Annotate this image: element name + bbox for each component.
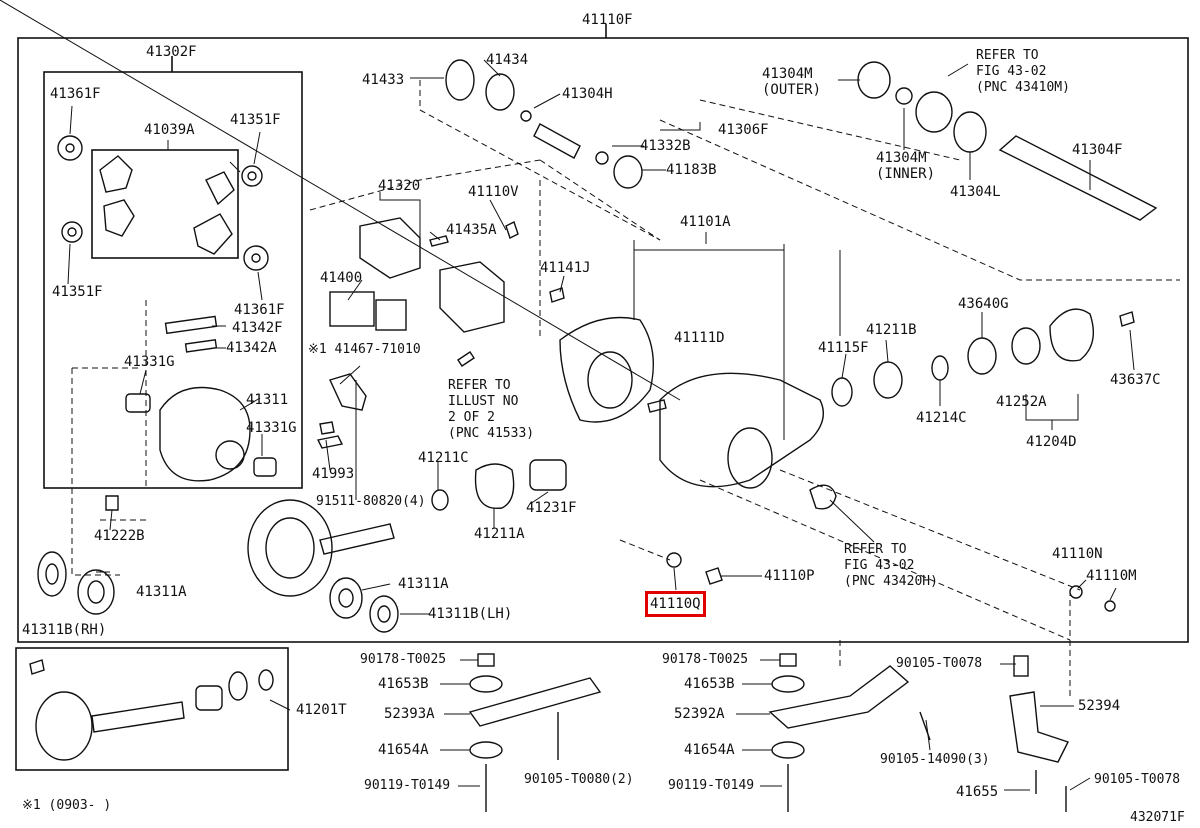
refer-4302b-line-1: REFER TO	[844, 542, 907, 557]
label-41211C[interactable]: 41211C	[418, 450, 469, 466]
label-41351F-top[interactable]: 41351F	[230, 112, 281, 128]
label-41332B[interactable]: 41332B	[640, 138, 691, 154]
label-41654A-right[interactable]: 41654A	[684, 742, 735, 758]
label-41039A[interactable]: 41039A	[144, 122, 195, 138]
label-41110V[interactable]: 41110V	[468, 184, 519, 200]
label-90119-T0149-right[interactable]: 90119-T0149	[668, 778, 755, 793]
label-41302F[interactable]: 41302F	[146, 44, 197, 60]
main-assembly-frame	[17, 37, 1189, 643]
label-41110M[interactable]: 41110M	[1086, 568, 1137, 584]
label-41304F[interactable]: 41304F	[1072, 142, 1123, 158]
label-41183B[interactable]: 41183B	[666, 162, 717, 178]
figure-number: 432071F	[1130, 810, 1185, 825]
label-43637C[interactable]: 43637C	[1110, 372, 1161, 388]
label-41211B[interactable]: 41211B	[866, 322, 917, 338]
label-41110P[interactable]: 41110P	[764, 568, 815, 584]
footnote: ※1 (0903- )	[22, 798, 112, 813]
label-91511-80820[interactable]: 91511-80820(4)	[316, 494, 426, 509]
label-41304M-outer-note: (OUTER)	[762, 82, 822, 98]
label-41342F[interactable]: 41342F	[232, 320, 283, 336]
label-41351F-bottom[interactable]: 41351F	[52, 284, 103, 300]
label-41306F[interactable]: 41306F	[718, 122, 769, 138]
label-90119-T0149-left[interactable]: 90119-T0149	[364, 778, 451, 793]
label-41304M-inner[interactable]: 41304M	[876, 150, 927, 166]
label-43640G[interactable]: 43640G	[958, 296, 1009, 312]
label-41304M-inner-note: (INNER)	[876, 166, 936, 182]
refer-illust-line-3: 2 OF 2	[448, 410, 495, 425]
label-41311A-lh[interactable]: 41311A	[398, 576, 449, 592]
label-52392A[interactable]: 52392A	[674, 706, 725, 722]
label-41361F-top[interactable]: 41361F	[50, 86, 101, 102]
label-41342A[interactable]: 41342A	[226, 340, 277, 356]
label-41993[interactable]: 41993	[312, 466, 355, 482]
label-41331G-right[interactable]: 41331G	[246, 420, 297, 436]
label-90178-T0025-right[interactable]: 90178-T0025	[662, 652, 749, 667]
label-41361F-bottom[interactable]: 41361F	[234, 302, 285, 318]
label-41653B-left[interactable]: 41653B	[378, 676, 429, 692]
label-90105-T0080[interactable]: 90105-T0080(2)	[524, 772, 634, 787]
label-41304M-outer[interactable]: 41304M	[762, 66, 813, 82]
label-52393A[interactable]: 52393A	[384, 706, 435, 722]
label-41400[interactable]: 41400	[320, 270, 363, 286]
label-41141J[interactable]: 41141J	[540, 260, 591, 276]
label-41115F[interactable]: 41115F	[818, 340, 869, 356]
refer-illust-line-4[interactable]: (PNC 41533)	[448, 426, 535, 441]
label-41252A[interactable]: 41252A	[996, 394, 1047, 410]
gear-set-frame	[91, 149, 239, 259]
label-41211A[interactable]: 41211A	[474, 526, 525, 542]
label-90178-T0025-left[interactable]: 90178-T0025	[360, 652, 447, 667]
refer-4302b-line-2[interactable]: FIG 43-02	[844, 558, 915, 573]
label-41304H[interactable]: 41304H	[562, 86, 613, 102]
label-41110Q-selected[interactable]: 41110Q	[645, 591, 706, 617]
refer-4302b-line-3: (PNC 43420H)	[844, 574, 938, 589]
label-41311[interactable]: 41311	[246, 392, 289, 408]
label-90105-T0078-top[interactable]: 90105-T0078	[896, 656, 983, 671]
refer-4302a-line-3: (PNC 43410M)	[976, 80, 1070, 95]
label-41222B[interactable]: 41222B	[94, 528, 145, 544]
refer-4302a-line-2[interactable]: FIG 43-02	[976, 64, 1047, 79]
ring-pinion-frame	[15, 647, 289, 771]
label-90105-T0078-bottom[interactable]: 90105-T0078	[1094, 772, 1181, 787]
label-41231F[interactable]: 41231F	[526, 500, 577, 516]
label-41311A-rh[interactable]: 41311A	[136, 584, 187, 600]
label-41653B-right[interactable]: 41653B	[684, 676, 735, 692]
label-41331G-left[interactable]: 41331G	[124, 354, 175, 370]
label-41204D[interactable]: 41204D	[1026, 434, 1077, 450]
refer-illust-line-1: REFER TO	[448, 378, 511, 393]
label-52394[interactable]: 52394	[1078, 698, 1121, 714]
label-41655[interactable]: 41655	[956, 784, 999, 800]
label-41201T[interactable]: 41201T	[296, 702, 347, 718]
refer-illust-line-2: ILLUST NO	[448, 394, 519, 409]
label-41311B-rh[interactable]: 41311B(RH)	[22, 622, 107, 638]
diff-case-frame	[43, 71, 303, 489]
label-41304L[interactable]: 41304L	[950, 184, 1001, 200]
label-41311B-lh[interactable]: 41311B(LH)	[428, 606, 513, 622]
label-41110F[interactable]: 41110F	[582, 12, 633, 28]
label-41433[interactable]: 41433	[362, 72, 405, 88]
label-41654A-left[interactable]: 41654A	[378, 742, 429, 758]
label-41110N[interactable]: 41110N	[1052, 546, 1103, 562]
label-41111D[interactable]: 41111D	[674, 330, 725, 346]
label-41101A[interactable]: 41101A	[680, 214, 731, 230]
refer-4302a-line-1: REFER TO	[976, 48, 1039, 63]
label-41434[interactable]: 41434	[486, 52, 529, 68]
label-41320[interactable]: 41320	[378, 178, 421, 194]
label-41435A[interactable]: 41435A	[446, 222, 497, 238]
label-90105-14090[interactable]: 90105-14090(3)	[880, 752, 990, 767]
label-41467-71010[interactable]: ※1 41467-71010	[308, 342, 421, 357]
label-41214C[interactable]: 41214C	[916, 410, 967, 426]
